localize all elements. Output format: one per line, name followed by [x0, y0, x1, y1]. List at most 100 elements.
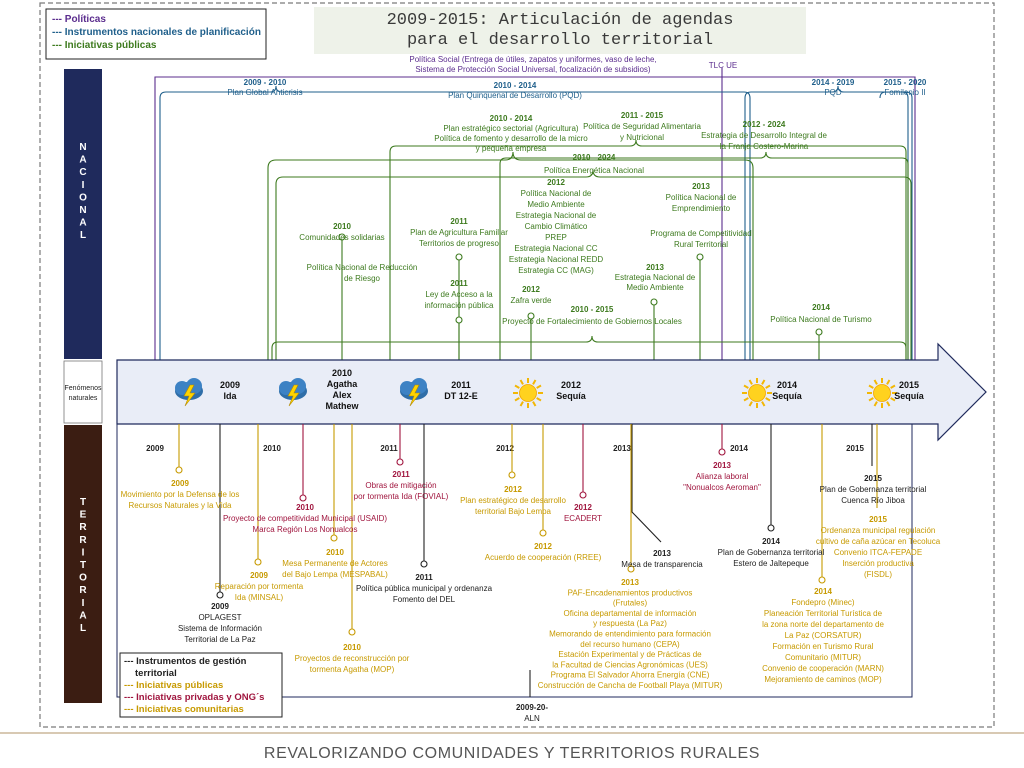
- bracket-2010-2015: [271, 335, 907, 360]
- nacional-item-1: TLC UE: [709, 61, 737, 70]
- legend-bottom-items: --- Instrumentos de gestiónterritorial--…: [124, 656, 264, 715]
- nacional-band: [64, 69, 102, 359]
- timeline-year: 2013: [613, 444, 631, 453]
- dot: [420, 560, 428, 568]
- legend-bottom: [119, 652, 283, 718]
- side-letter: L: [80, 230, 86, 241]
- dot: [455, 253, 463, 261]
- storm-icon: [400, 378, 428, 407]
- legend-bottom-item: territorial: [135, 668, 177, 679]
- plan-bracket-fomilenio: [879, 91, 913, 360]
- dot: [338, 233, 346, 241]
- bracket-2010-2014: [267, 151, 754, 360]
- title-line-1: 2009-2015: Articulación de agendas: [387, 11, 734, 30]
- side-letter: N: [79, 142, 86, 153]
- side-letter: A: [79, 218, 86, 229]
- side-letter: I: [82, 598, 85, 609]
- title-box: [314, 7, 806, 54]
- nacional-labels: Política Social (Entrega de útiles, zapa…: [227, 55, 926, 326]
- nacional-item-0: Política Social (Entrega de útiles, zapa…: [409, 55, 656, 74]
- sun-icon: [867, 378, 897, 408]
- legend-bottom-item: --- Iniciativas privadas y ONG´s: [124, 692, 264, 703]
- side-letter: R: [79, 522, 87, 533]
- tline: [631, 424, 662, 543]
- storm-icon: [279, 378, 307, 407]
- side-letter: T: [80, 497, 86, 508]
- nacional-pin-dots: [338, 233, 823, 336]
- dot: [455, 316, 463, 324]
- side-letter: T: [80, 560, 86, 571]
- side-letter: E: [80, 510, 87, 521]
- side-letter: A: [79, 155, 86, 166]
- side-letter: C: [79, 167, 86, 178]
- timeline-year: 2011: [380, 444, 398, 453]
- dot: [299, 494, 307, 502]
- territorial-dots: [175, 448, 826, 636]
- sun-icon: [513, 378, 543, 408]
- side-letter: I: [82, 180, 85, 191]
- phenomena-arrow: [116, 342, 987, 442]
- dot: [396, 458, 404, 466]
- timeline-year: 2014: [730, 444, 748, 453]
- legend-top-items: --- Políticas--- Instrumentos nacionales…: [52, 14, 261, 51]
- legend-top-item: --- Iniciativas públicas: [52, 40, 157, 51]
- territorial-lines: [178, 424, 878, 697]
- dot: [815, 328, 823, 336]
- side-letter: O: [79, 192, 87, 203]
- side-letter: R: [79, 585, 87, 596]
- dot: [718, 448, 726, 456]
- side-letter: N: [79, 205, 86, 216]
- dot: [527, 312, 535, 320]
- territorial-band: [64, 425, 102, 703]
- timeline-year: 2015: [846, 444, 864, 453]
- title-line-2: para el desarrollo territorial: [407, 31, 713, 50]
- storm-icon: [175, 378, 203, 407]
- dot: [539, 529, 547, 537]
- legend-bottom-item: --- Iniciativas públicas: [124, 680, 223, 691]
- outer-frame: [39, 2, 995, 728]
- side-letter: L: [80, 623, 86, 634]
- legend-top-item: --- Políticas: [52, 14, 106, 25]
- sun-icon: [742, 378, 772, 408]
- dot: [348, 628, 356, 636]
- footer-text: REVALORIZANDO COMUNIDADES Y TERRITORIOS …: [264, 745, 760, 762]
- dot: [254, 558, 262, 566]
- side-letter: I: [82, 547, 85, 558]
- side-letter: O: [79, 573, 87, 584]
- side-letter: A: [79, 610, 86, 621]
- dot: [767, 524, 775, 532]
